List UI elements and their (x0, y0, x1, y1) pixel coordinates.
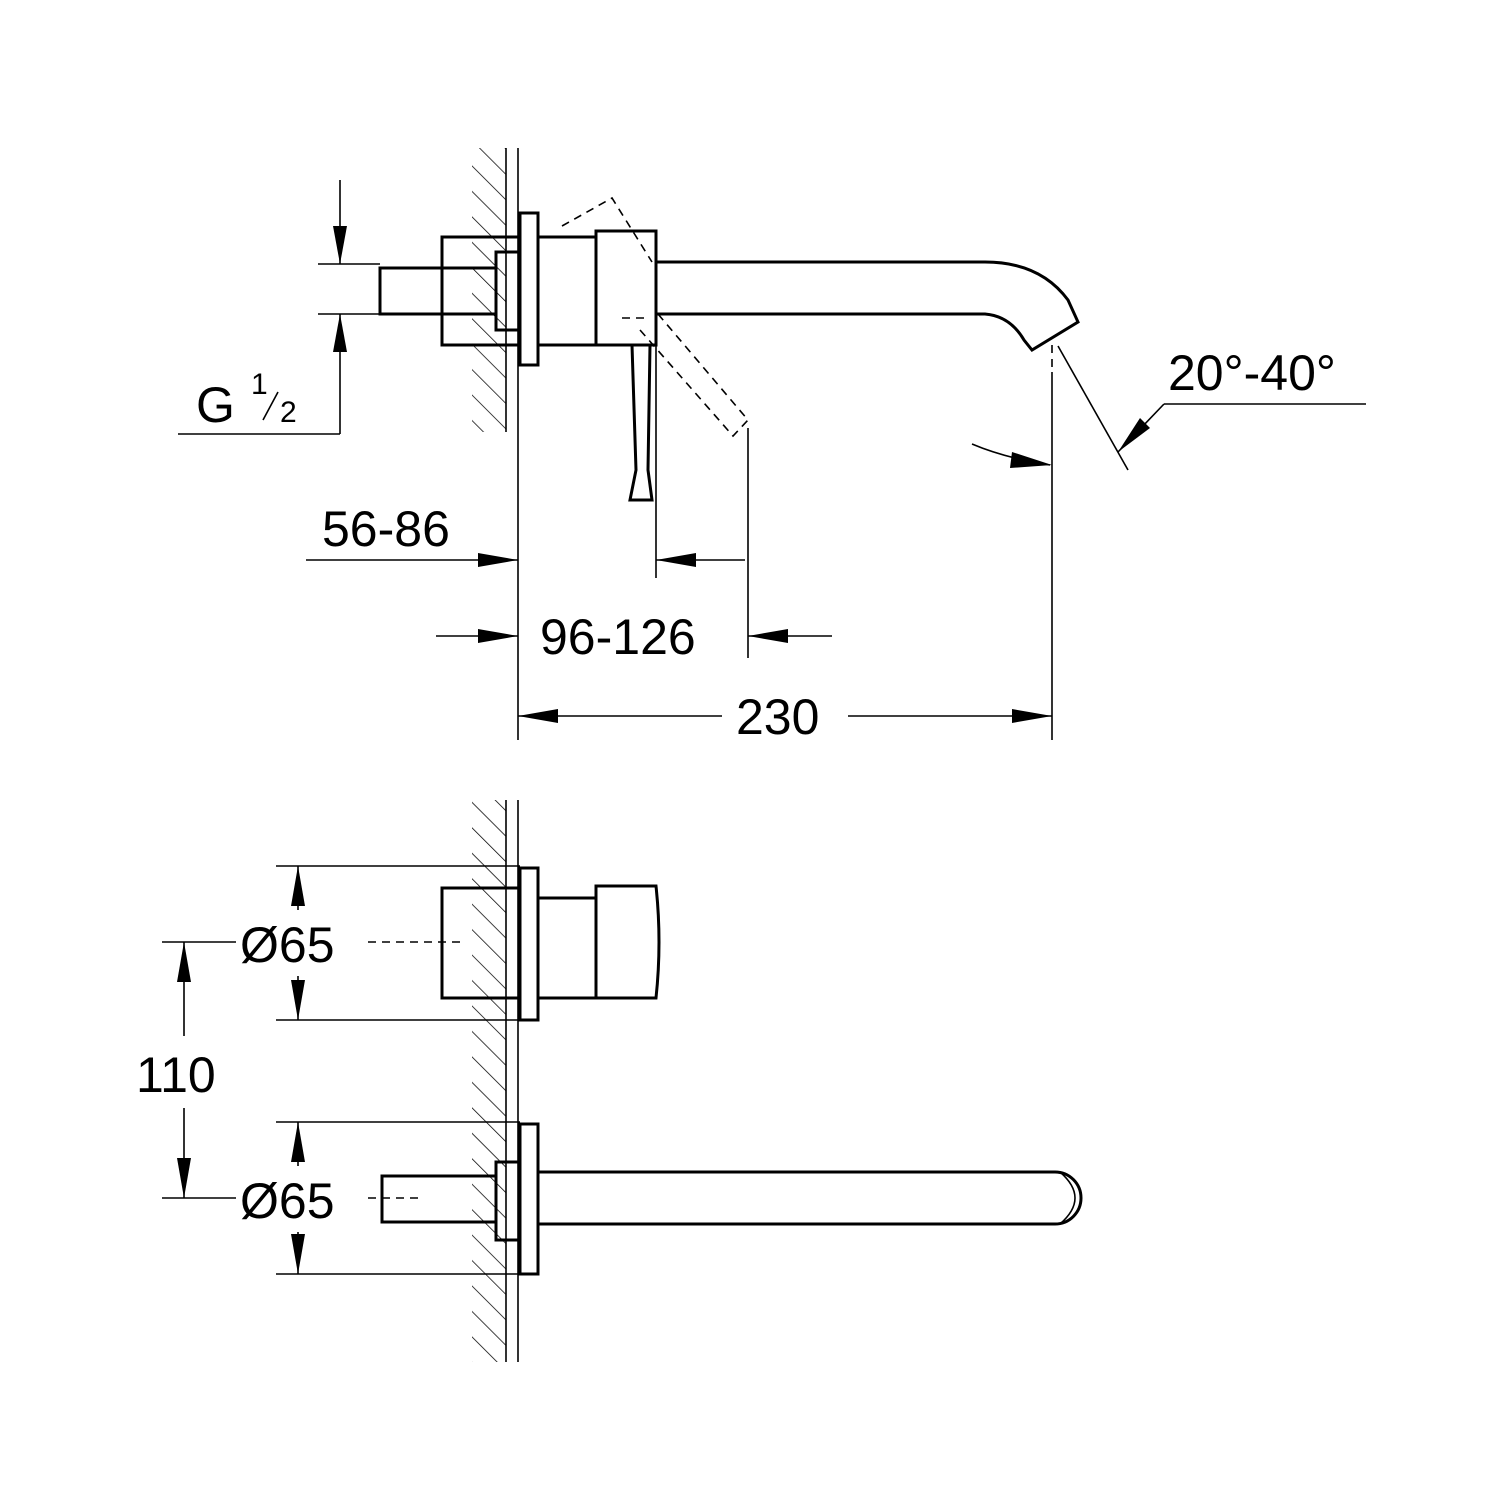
spout-rosette-front (368, 1122, 1083, 1276)
side-view: G 1 2 56-86 96-126 (178, 148, 1366, 745)
lever-range-dimension: 96-126 (436, 320, 832, 665)
lever-range-label: 96-126 (540, 609, 696, 665)
wall-thickness-label: 56-86 (322, 501, 450, 557)
center-distance-label: 110 (136, 1047, 216, 1103)
wall-section-top (472, 148, 519, 740)
mixer-body-side (378, 196, 750, 502)
lever-rosette-diameter-label: Ø65 (240, 917, 335, 973)
lever-rosette-front (368, 866, 661, 1022)
spout-side (656, 260, 1080, 372)
thread-dimension: G 1 2 (178, 180, 380, 435)
spout-angle-dimension: 20°-40° (971, 345, 1366, 471)
thread-label: G (196, 377, 235, 433)
spout-rosette-diameter-label: Ø65 (240, 1173, 335, 1229)
spout-projection-label: 230 (736, 689, 819, 745)
wall-section-bottom (472, 800, 519, 1362)
thread-numerator: 1 (251, 368, 268, 401)
spout-rosette-diameter-dimension: Ø65 (240, 1121, 520, 1275)
center-distance-dimension: 110 (136, 941, 236, 1199)
lever-rosette-diameter-dimension: Ø65 (240, 865, 520, 1021)
wall-thickness-dimension: 56-86 (306, 501, 518, 567)
spout-projection-dimension: 230 (518, 372, 1053, 745)
thread-denominator: 2 (280, 396, 297, 429)
spout-angle-label: 20°-40° (1168, 345, 1336, 401)
front-view: Ø65 Ø65 110 (136, 800, 1083, 1362)
